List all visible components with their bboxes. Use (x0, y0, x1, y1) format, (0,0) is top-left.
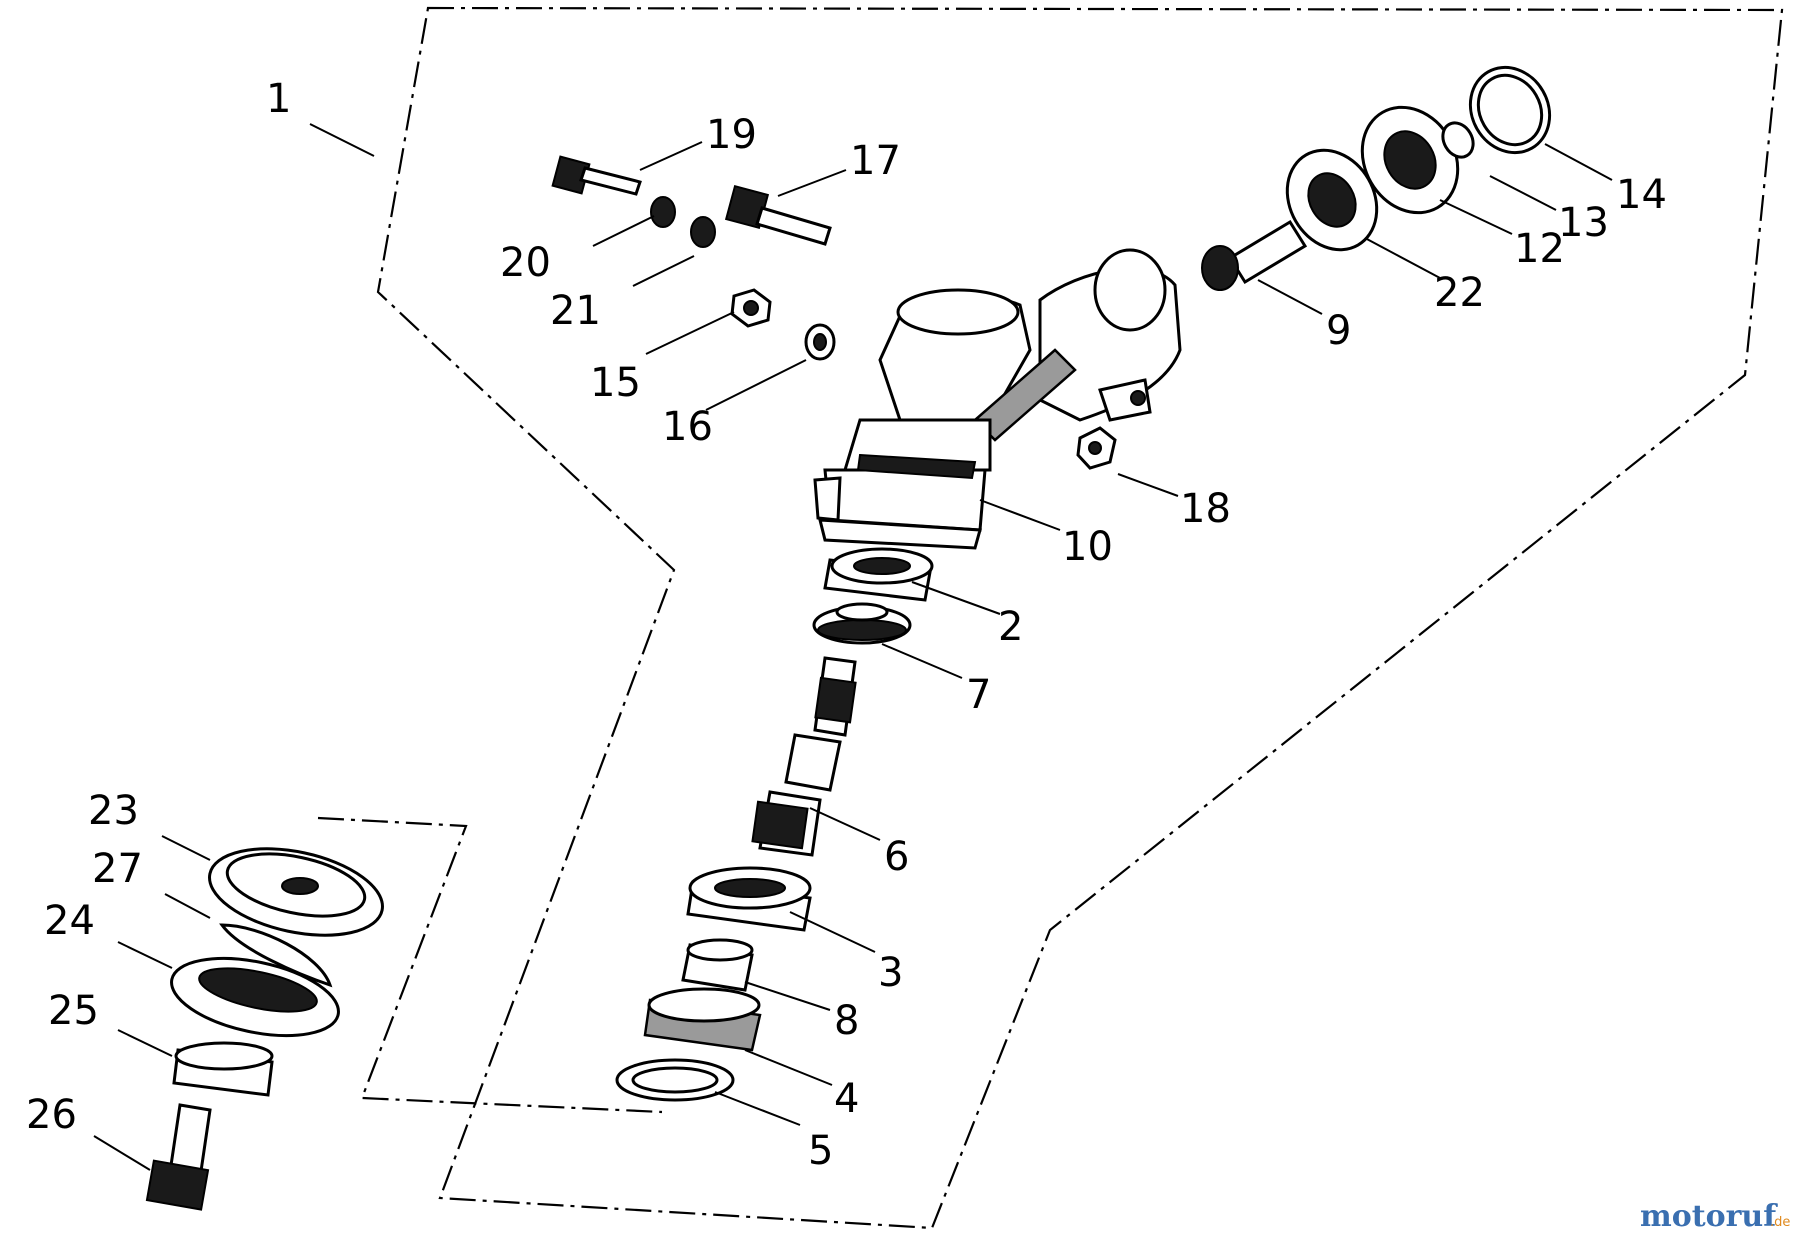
watermark-brand: motoruf (1640, 1199, 1778, 1234)
callout-3: 3 (878, 950, 903, 996)
callout-22: 22 (1434, 270, 1485, 316)
callout-15: 15 (590, 360, 641, 406)
bolt-17 (724, 184, 832, 246)
callout-2: 2 (998, 604, 1023, 650)
washer-13 (1441, 121, 1475, 159)
callout-4: 4 (834, 1076, 859, 1122)
washer-20 (650, 196, 676, 228)
leader-lines (93, 123, 1613, 1171)
spindle-shaft-6 (751, 656, 857, 857)
plate-18 (1076, 426, 1117, 470)
callout-17: 17 (850, 138, 901, 184)
snap-ring-14 (1468, 65, 1552, 155)
callout-25: 25 (48, 988, 99, 1034)
callout-7: 7 (966, 672, 991, 718)
bevel-gear-7 (812, 602, 912, 645)
callout-5: 5 (808, 1128, 833, 1174)
holder-23 (208, 847, 384, 937)
callout-20: 20 (500, 240, 551, 286)
callout-10: 10 (1062, 524, 1113, 570)
callout-16: 16 (662, 404, 713, 450)
bolt-26 (145, 1103, 212, 1211)
blade-holder-group-boundary (317, 816, 663, 1114)
collar-8 (681, 938, 754, 992)
washer-5 (615, 1058, 735, 1102)
watermark-suffix: .de (1770, 1215, 1790, 1230)
bolt-19 (551, 155, 642, 196)
callout-9: 9 (1326, 308, 1351, 354)
callout-6: 6 (884, 834, 909, 880)
callout-1: 1 (266, 76, 291, 122)
callout-23: 23 (88, 788, 139, 834)
washer-21 (690, 216, 716, 248)
callout-14: 14 (1616, 172, 1667, 218)
callout-27: 27 (92, 846, 143, 892)
callout-18: 18 (1180, 486, 1231, 532)
washer-16 (804, 323, 836, 361)
callout-8: 8 (834, 998, 859, 1044)
cover-27 (219, 923, 333, 988)
cup-25 (172, 1041, 274, 1097)
callout-21: 21 (550, 288, 601, 334)
bearing-22 (1285, 148, 1379, 252)
callout-13: 13 (1558, 200, 1609, 246)
assembly-boundary (376, 6, 1784, 1230)
bearing-2 (823, 547, 934, 602)
bearing-3 (686, 866, 812, 932)
nut-15 (730, 288, 772, 328)
gear-case (813, 248, 1182, 550)
oil-seal-4 (643, 987, 762, 1052)
watermark: motoruf .de (1640, 1199, 1790, 1234)
pinion-gear-9 (1201, 219, 1308, 291)
callout-19: 19 (706, 112, 757, 158)
holder-24 (170, 956, 340, 1038)
callout-26: 26 (26, 1092, 77, 1138)
callout-12: 12 (1514, 226, 1565, 272)
callout-24: 24 (44, 898, 95, 944)
